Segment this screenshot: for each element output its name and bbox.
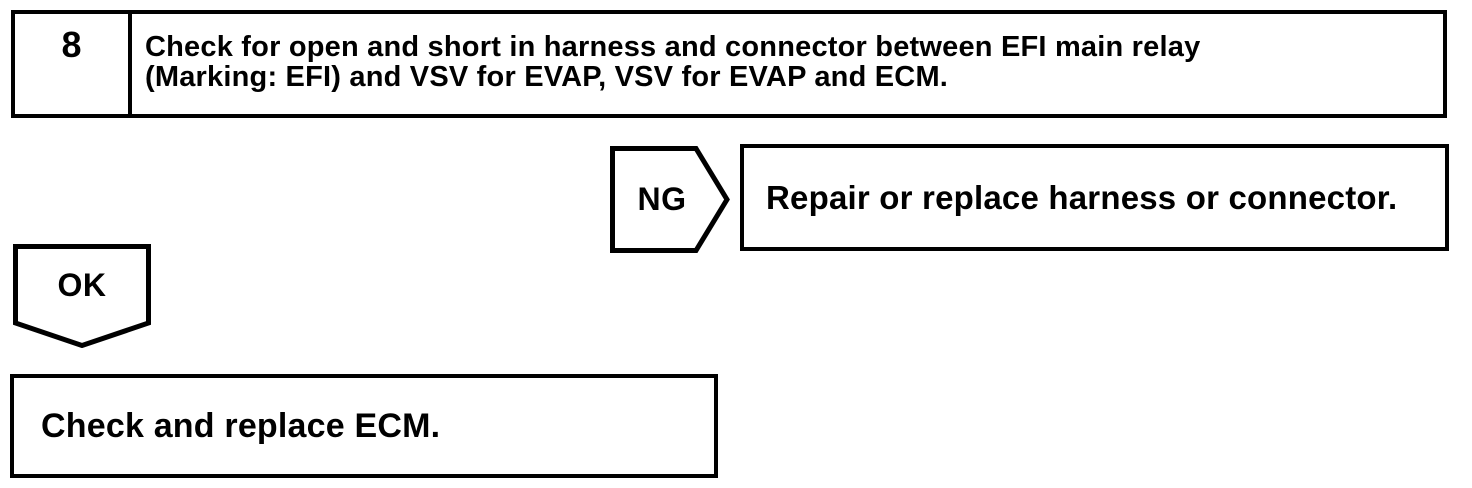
step-instruction-text: Check for open and short in harness and … [132,14,1443,114]
step-instruction-line-2: (Marking: EFI) and VSV for EVAP, VSV for… [145,61,949,93]
ok-action-text: Check and replace ECM. [41,406,441,445]
ng-branch-pentagon: NG [610,146,730,253]
right-pointing-pentagon-icon [610,146,730,253]
ng-action-text: Repair or replace harness or connector. [766,178,1398,216]
ok-action-box: Check and replace ECM. [10,374,718,478]
down-pointing-pentagon-icon [13,244,151,348]
ok-branch-pentagon: OK [13,244,151,348]
step-instruction-line-1: Check for open and short in harness and … [145,31,1201,63]
step-number: 8 [61,24,82,65]
ng-action-box: Repair or replace harness or connector. [740,144,1449,251]
ng-label: NG [637,181,687,217]
step-number-cell: 8 [15,14,132,114]
ok-label: OK [57,266,107,303]
step-question-box: 8 Check for open and short in harness an… [11,10,1447,118]
